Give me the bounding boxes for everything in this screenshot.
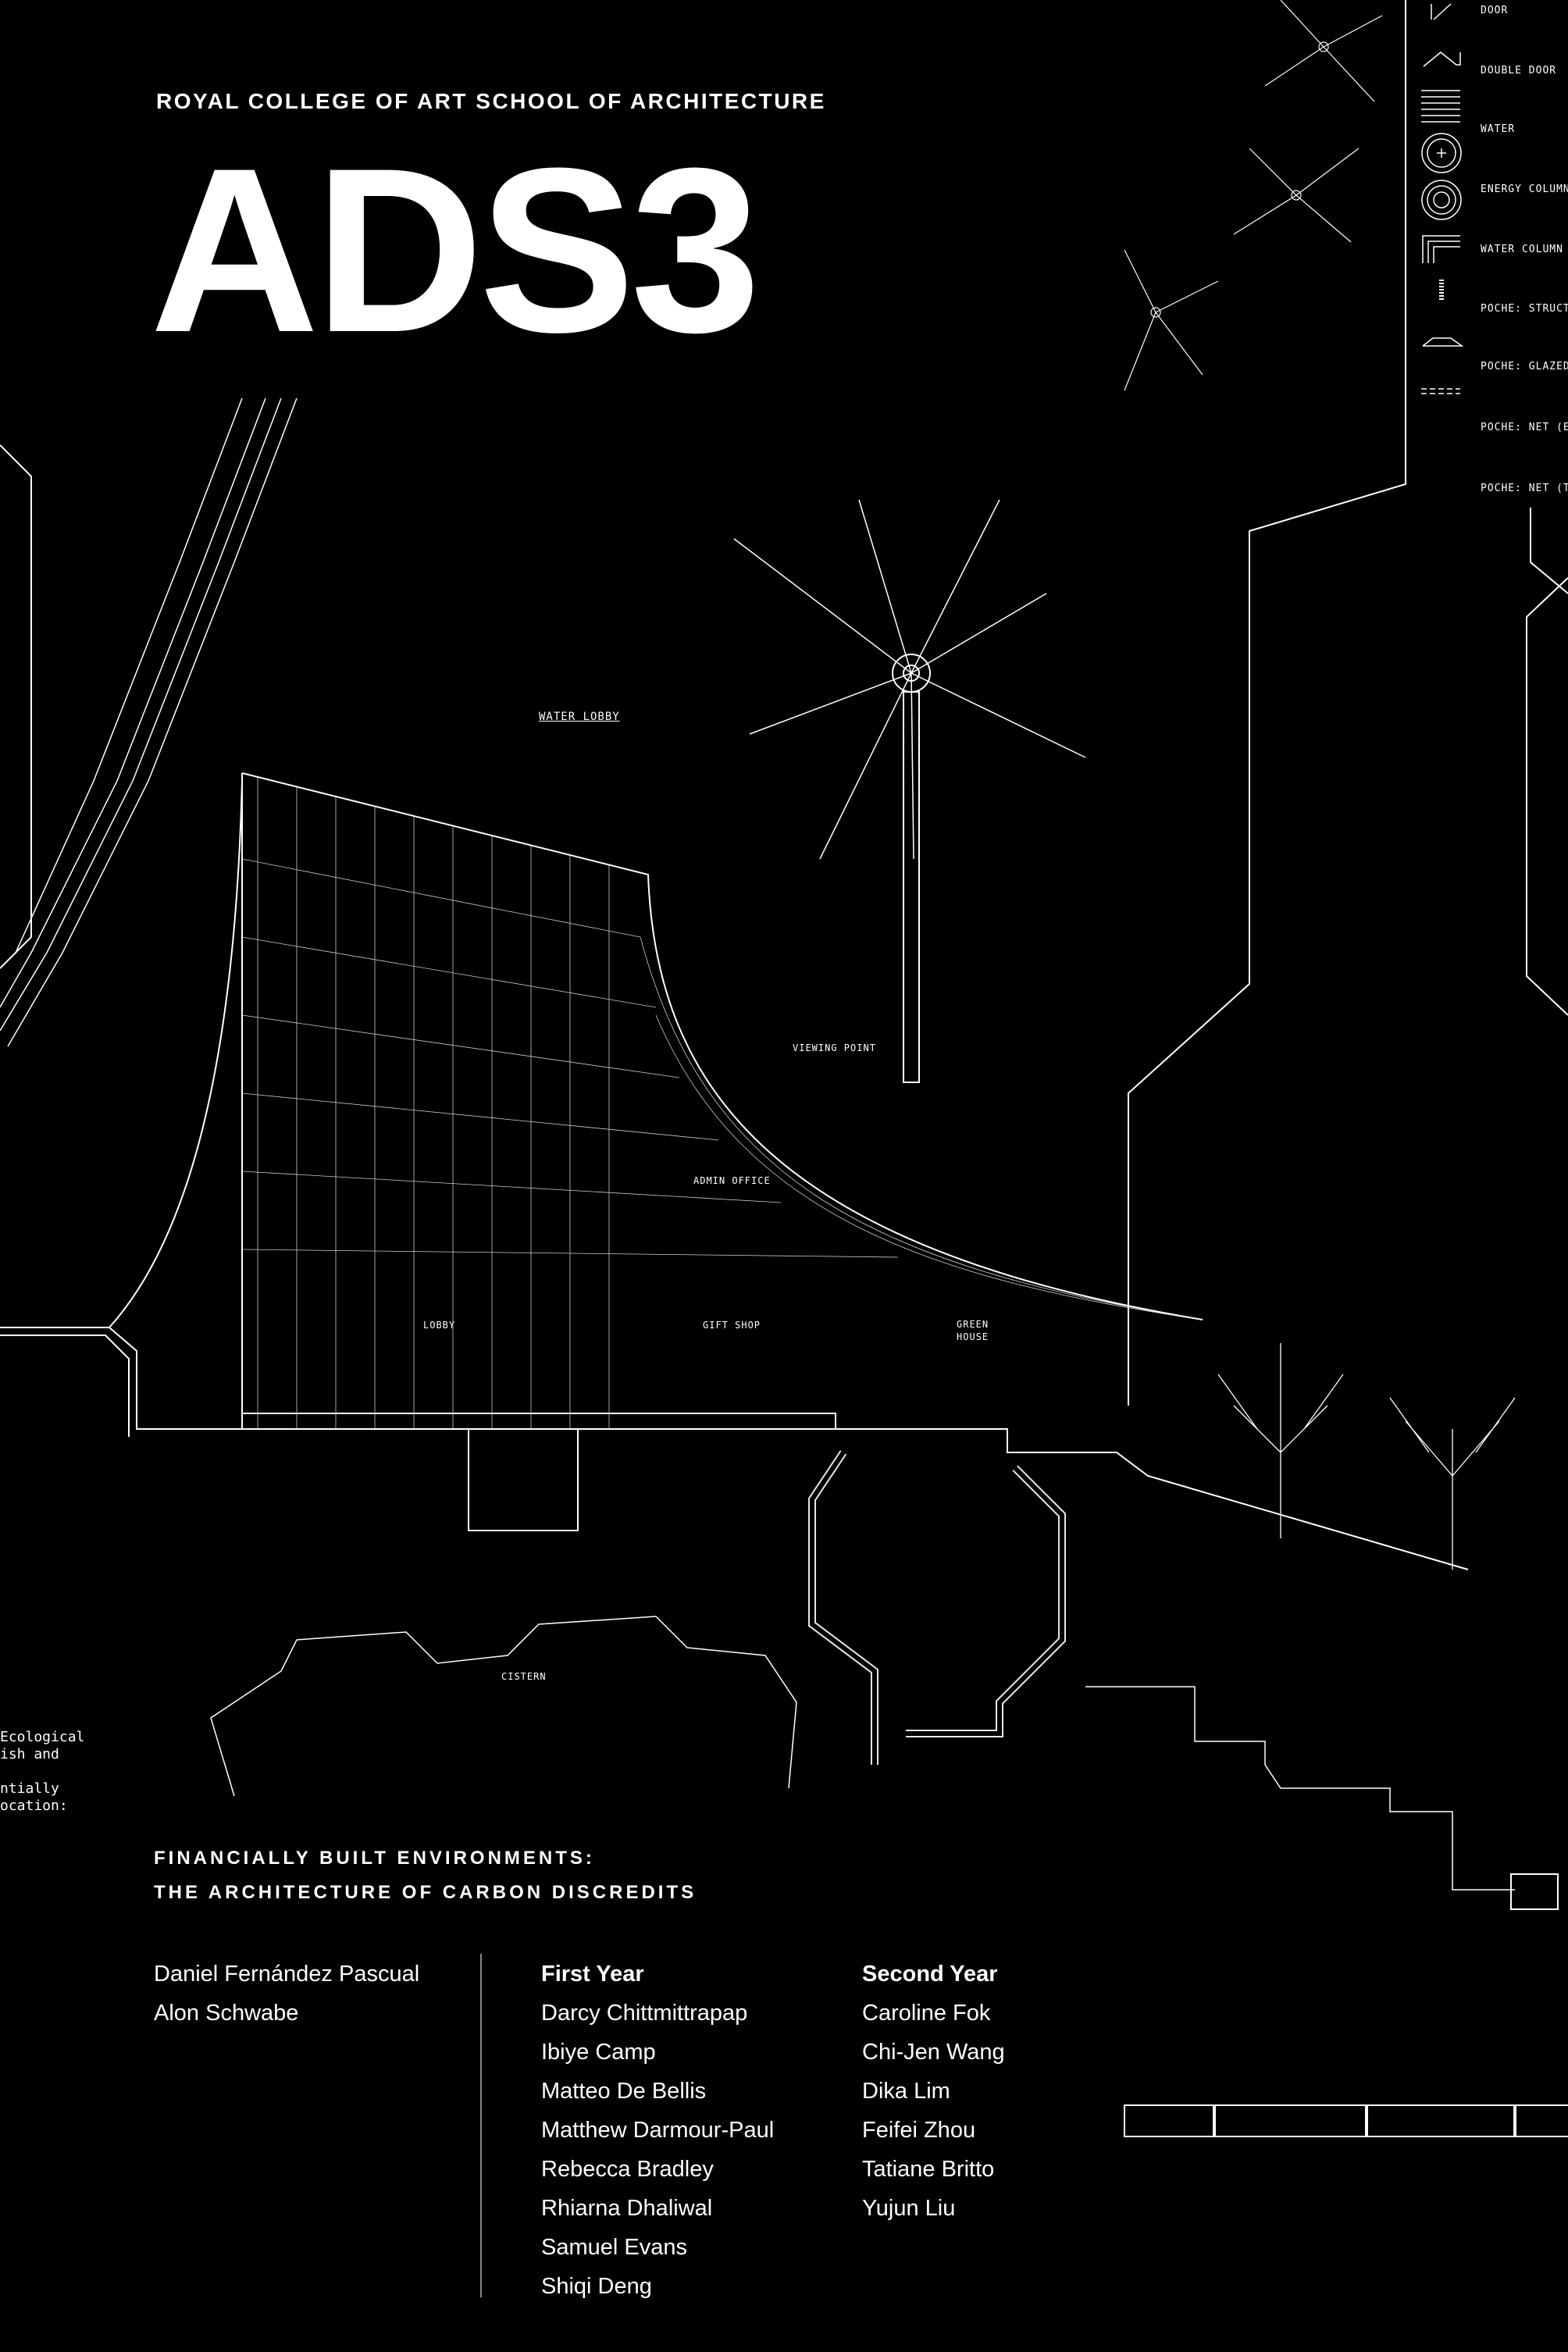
legend-poche-glazed: POCHE: GLAZED	[1481, 361, 1568, 372]
legend-energy-column: ENERGY COLUMN	[1481, 184, 1568, 195]
label-green-house: GREEN HOUSE	[957, 1319, 989, 1342]
subtitle-line-1: FINANCIALLY BUILT ENVIRONMENTS:	[154, 1848, 595, 1869]
student-name: Rebecca Bradley	[541, 2157, 714, 2182]
student-name: Matteo De Bellis	[541, 2079, 707, 2104]
student-name: Yujun Liu	[862, 2196, 956, 2221]
tutor-name: Alon Schwabe	[154, 2001, 299, 2026]
legend-poche-net-t: POCHE: NET (T	[1481, 483, 1568, 494]
label-viewing-point: VIEWING POINT	[793, 1042, 876, 1053]
label-cistern: CISTERN	[501, 1671, 547, 1682]
column-divider	[480, 1954, 482, 2297]
subtitle-line-2: THE ARCHITECTURE OF CARBON DISCREDITS	[154, 1882, 697, 1903]
student-name: Dika Lim	[862, 2079, 950, 2104]
second-year-heading: Second Year	[862, 1962, 998, 1987]
label-gift-shop: GIFT SHOP	[703, 1320, 761, 1331]
tutors-list: Daniel Fernández Pascual Alon Schwabe	[154, 1955, 419, 2033]
label-lobby: LOBBY	[423, 1320, 456, 1331]
first-year-heading: First Year	[541, 1962, 644, 1987]
student-name: Caroline Fok	[862, 2001, 991, 2026]
label-admin-office: ADMIN OFFICE	[693, 1175, 771, 1186]
student-name: Feifei Zhou	[862, 2118, 976, 2143]
legend-water-column: WATER COLUMN	[1481, 244, 1563, 255]
student-name: Chi-Jen Wang	[862, 2040, 1005, 2065]
school-name: ROYAL COLLEGE OF ART SCHOOL OF ARCHITECT…	[156, 89, 826, 113]
student-name: Matthew Darmour-Paul	[541, 2118, 775, 2143]
side-caption: Ecological ish and ntially ocation:	[0, 1729, 85, 1814]
legend-double-door: DOUBLE DOOR	[1481, 65, 1557, 77]
poster-title: ADS3	[150, 119, 761, 381]
legend-door: DOOR	[1481, 5, 1509, 16]
legend-poche-net-e: POCHE: NET (E	[1481, 422, 1568, 433]
student-name: Samuel Evans	[541, 2235, 687, 2260]
tutor-name: Daniel Fernández Pascual	[154, 1962, 420, 1987]
first-year-list: First Year Darcy Chittmittrapap Ibiye Ca…	[541, 1955, 774, 2306]
legend-water: WATER	[1481, 123, 1516, 135]
student-name: Shiqi Deng	[541, 2274, 652, 2299]
student-name: Ibiye Camp	[541, 2040, 656, 2065]
student-name: Tatiane Britto	[862, 2157, 995, 2182]
second-year-list: Second Year Caroline Fok Chi-Jen Wang Di…	[862, 1955, 1005, 2228]
student-name: Rhiarna Dhaliwal	[541, 2196, 713, 2221]
student-name: Darcy Chittmittrapap	[541, 2001, 748, 2026]
label-water-lobby: WATER LOBBY	[539, 711, 620, 723]
legend-poche-struct: POCHE: STRUCT	[1481, 303, 1568, 315]
